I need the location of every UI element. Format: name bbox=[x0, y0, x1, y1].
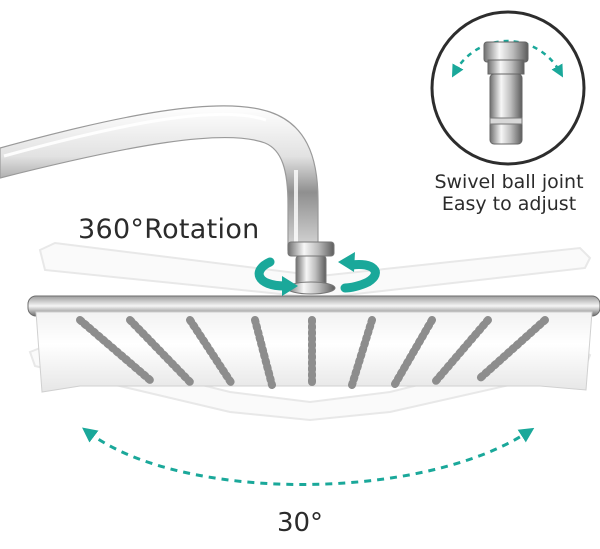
swivel-inset bbox=[430, 10, 586, 166]
swivel-title: Swivel ball joint bbox=[434, 171, 584, 193]
rotation-label: 360°Rotation bbox=[78, 214, 260, 245]
nozzle-rows bbox=[76, 316, 549, 390]
curved-double-arrow-icon bbox=[82, 427, 535, 486]
ball-joint bbox=[286, 241, 336, 295]
curved-double-arrow-icon bbox=[451, 39, 564, 78]
tilt-angle-label: 30° bbox=[276, 508, 324, 538]
circular-arrows-icon bbox=[254, 252, 380, 296]
swivel-description: Easy to adjust bbox=[441, 193, 577, 215]
